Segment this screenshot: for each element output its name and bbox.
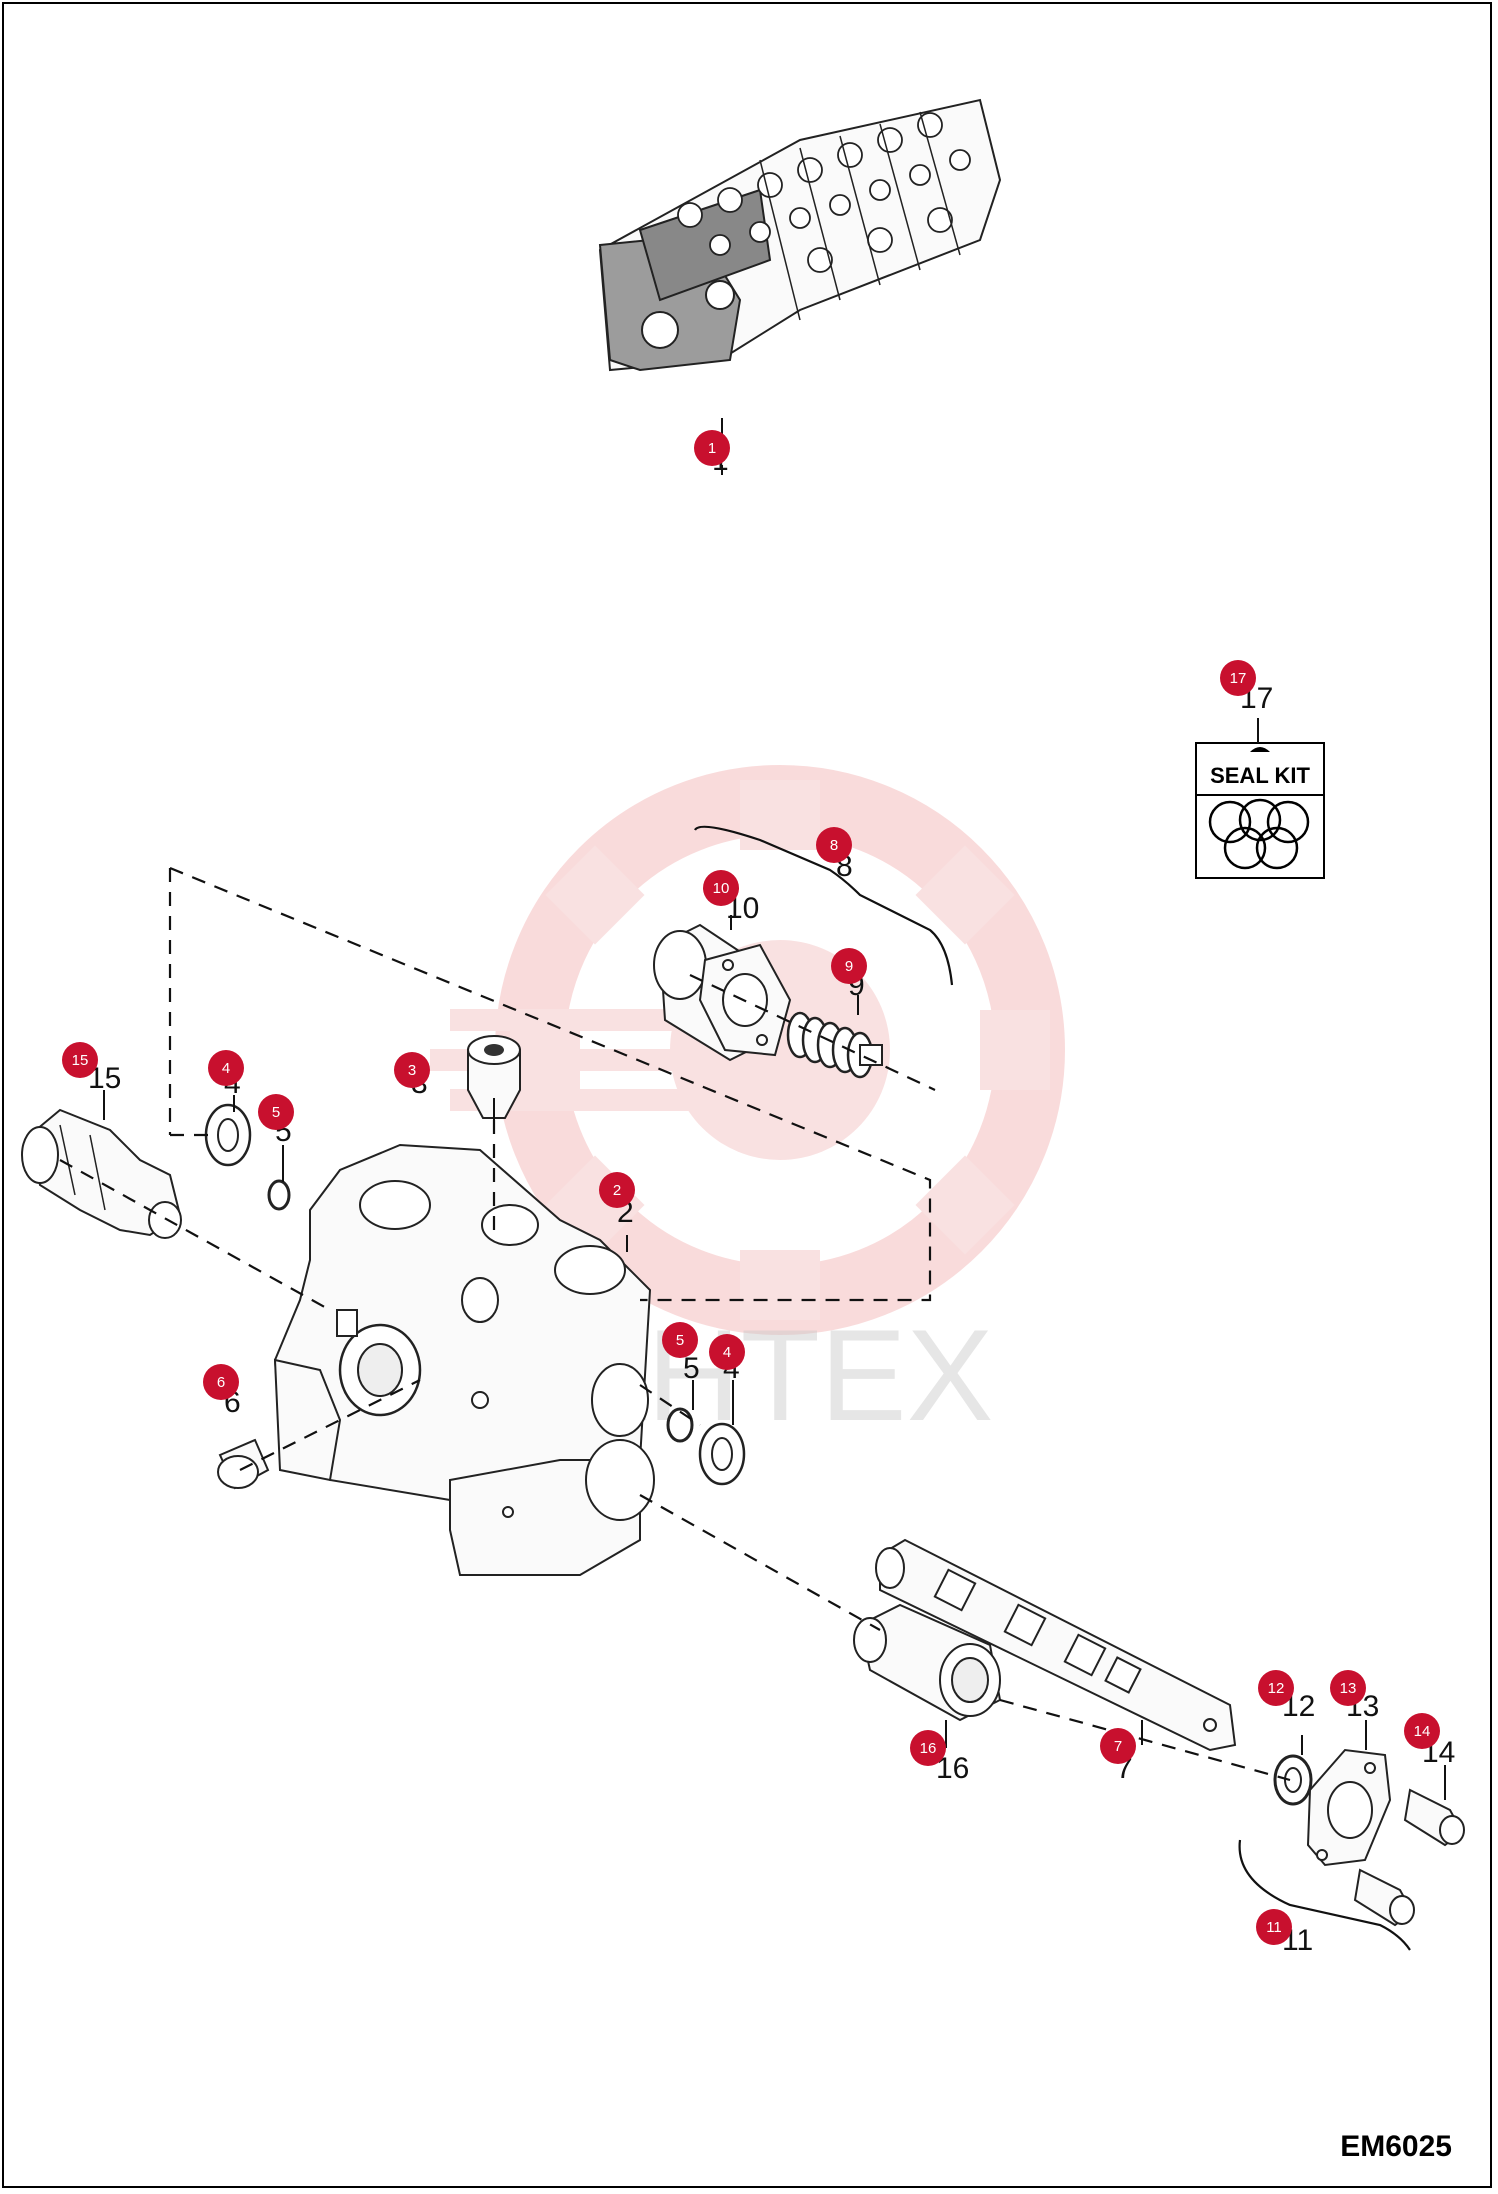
badge-14: 14	[1404, 1713, 1440, 1749]
badge-10: 10	[703, 870, 739, 906]
svg-text:15: 15	[72, 1052, 89, 1069]
screw-part	[1353, 1788, 1465, 1927]
o-ring-left	[267, 1179, 291, 1211]
svg-text:10: 10	[713, 880, 730, 897]
valve-bank-assembly	[598, 98, 1002, 372]
svg-text:17: 17	[1230, 670, 1247, 687]
svg-text:5: 5	[272, 1104, 280, 1121]
washer-right	[698, 1422, 746, 1486]
svg-text:14: 14	[1414, 1723, 1431, 1740]
spool-part	[875, 1538, 1237, 1752]
svg-text:16: 16	[920, 1740, 937, 1757]
badge-16: 16	[910, 1730, 946, 1766]
badge-7: 7	[1100, 1728, 1136, 1764]
o-ring-right	[666, 1407, 694, 1443]
svg-text:12: 12	[1268, 1680, 1285, 1697]
badge-13: 13	[1330, 1670, 1366, 1706]
badge-1: 1	[694, 430, 730, 466]
badge-2: 2	[599, 1172, 635, 1208]
drawing-code: EM6025	[1340, 2130, 1452, 2163]
badge-4b: 4	[709, 1334, 745, 1370]
leader-lines	[103, 418, 1446, 1800]
valve-section-body	[273, 1143, 655, 1576]
svg-text:7: 7	[1114, 1738, 1122, 1755]
plug-part	[467, 1035, 521, 1119]
spring-cap-part	[653, 923, 792, 1062]
badge-4a: 4	[208, 1050, 244, 1086]
small-plug-part	[217, 1438, 270, 1490]
fitting-part	[853, 1603, 1002, 1722]
badge-17: 17	[1220, 660, 1256, 696]
badge-5b: 5	[662, 1322, 698, 1358]
svg-text:4: 4	[723, 1344, 731, 1361]
callout-number-5b: 5	[683, 1352, 700, 1385]
svg-text:8: 8	[830, 837, 838, 854]
badge-8: 8	[816, 827, 852, 863]
relief-valve-cartridge	[21, 1108, 182, 1239]
assembly-dashed-lines	[59, 866, 1291, 1782]
svg-text:4: 4	[222, 1060, 230, 1077]
seal-kit-title: SEAL KIT	[1210, 763, 1310, 788]
badge-11: 11	[1256, 1909, 1292, 1945]
svg-text:11: 11	[1266, 1919, 1282, 1936]
o-ring-set-icon	[1208, 798, 1310, 870]
flange-plate-part	[1306, 1748, 1392, 1867]
svg-text:5: 5	[676, 1332, 684, 1349]
svg-text:9: 9	[845, 958, 853, 975]
callout-badges: 1 2 3 4 5 5 4 6 7 8 9 10 11 12 13 14 15 …	[62, 430, 1440, 1945]
svg-text:6: 6	[217, 1374, 225, 1391]
spring-part	[786, 1011, 883, 1079]
badge-3: 3	[394, 1052, 430, 1088]
badge-12: 12	[1258, 1670, 1294, 1706]
badge-9: 9	[831, 948, 867, 984]
badge-15: 15	[62, 1042, 98, 1078]
svg-text:3: 3	[408, 1062, 416, 1079]
svg-text:1: 1	[708, 440, 716, 457]
badge-5a: 5	[258, 1094, 294, 1130]
badge-6: 6	[203, 1364, 239, 1400]
seal-ring-part	[1273, 1754, 1313, 1806]
svg-text:13: 13	[1340, 1680, 1357, 1697]
washer-left	[204, 1103, 252, 1167]
seal-kit-box: SEAL KIT	[1195, 718, 1325, 879]
svg-text:2: 2	[613, 1182, 621, 1199]
